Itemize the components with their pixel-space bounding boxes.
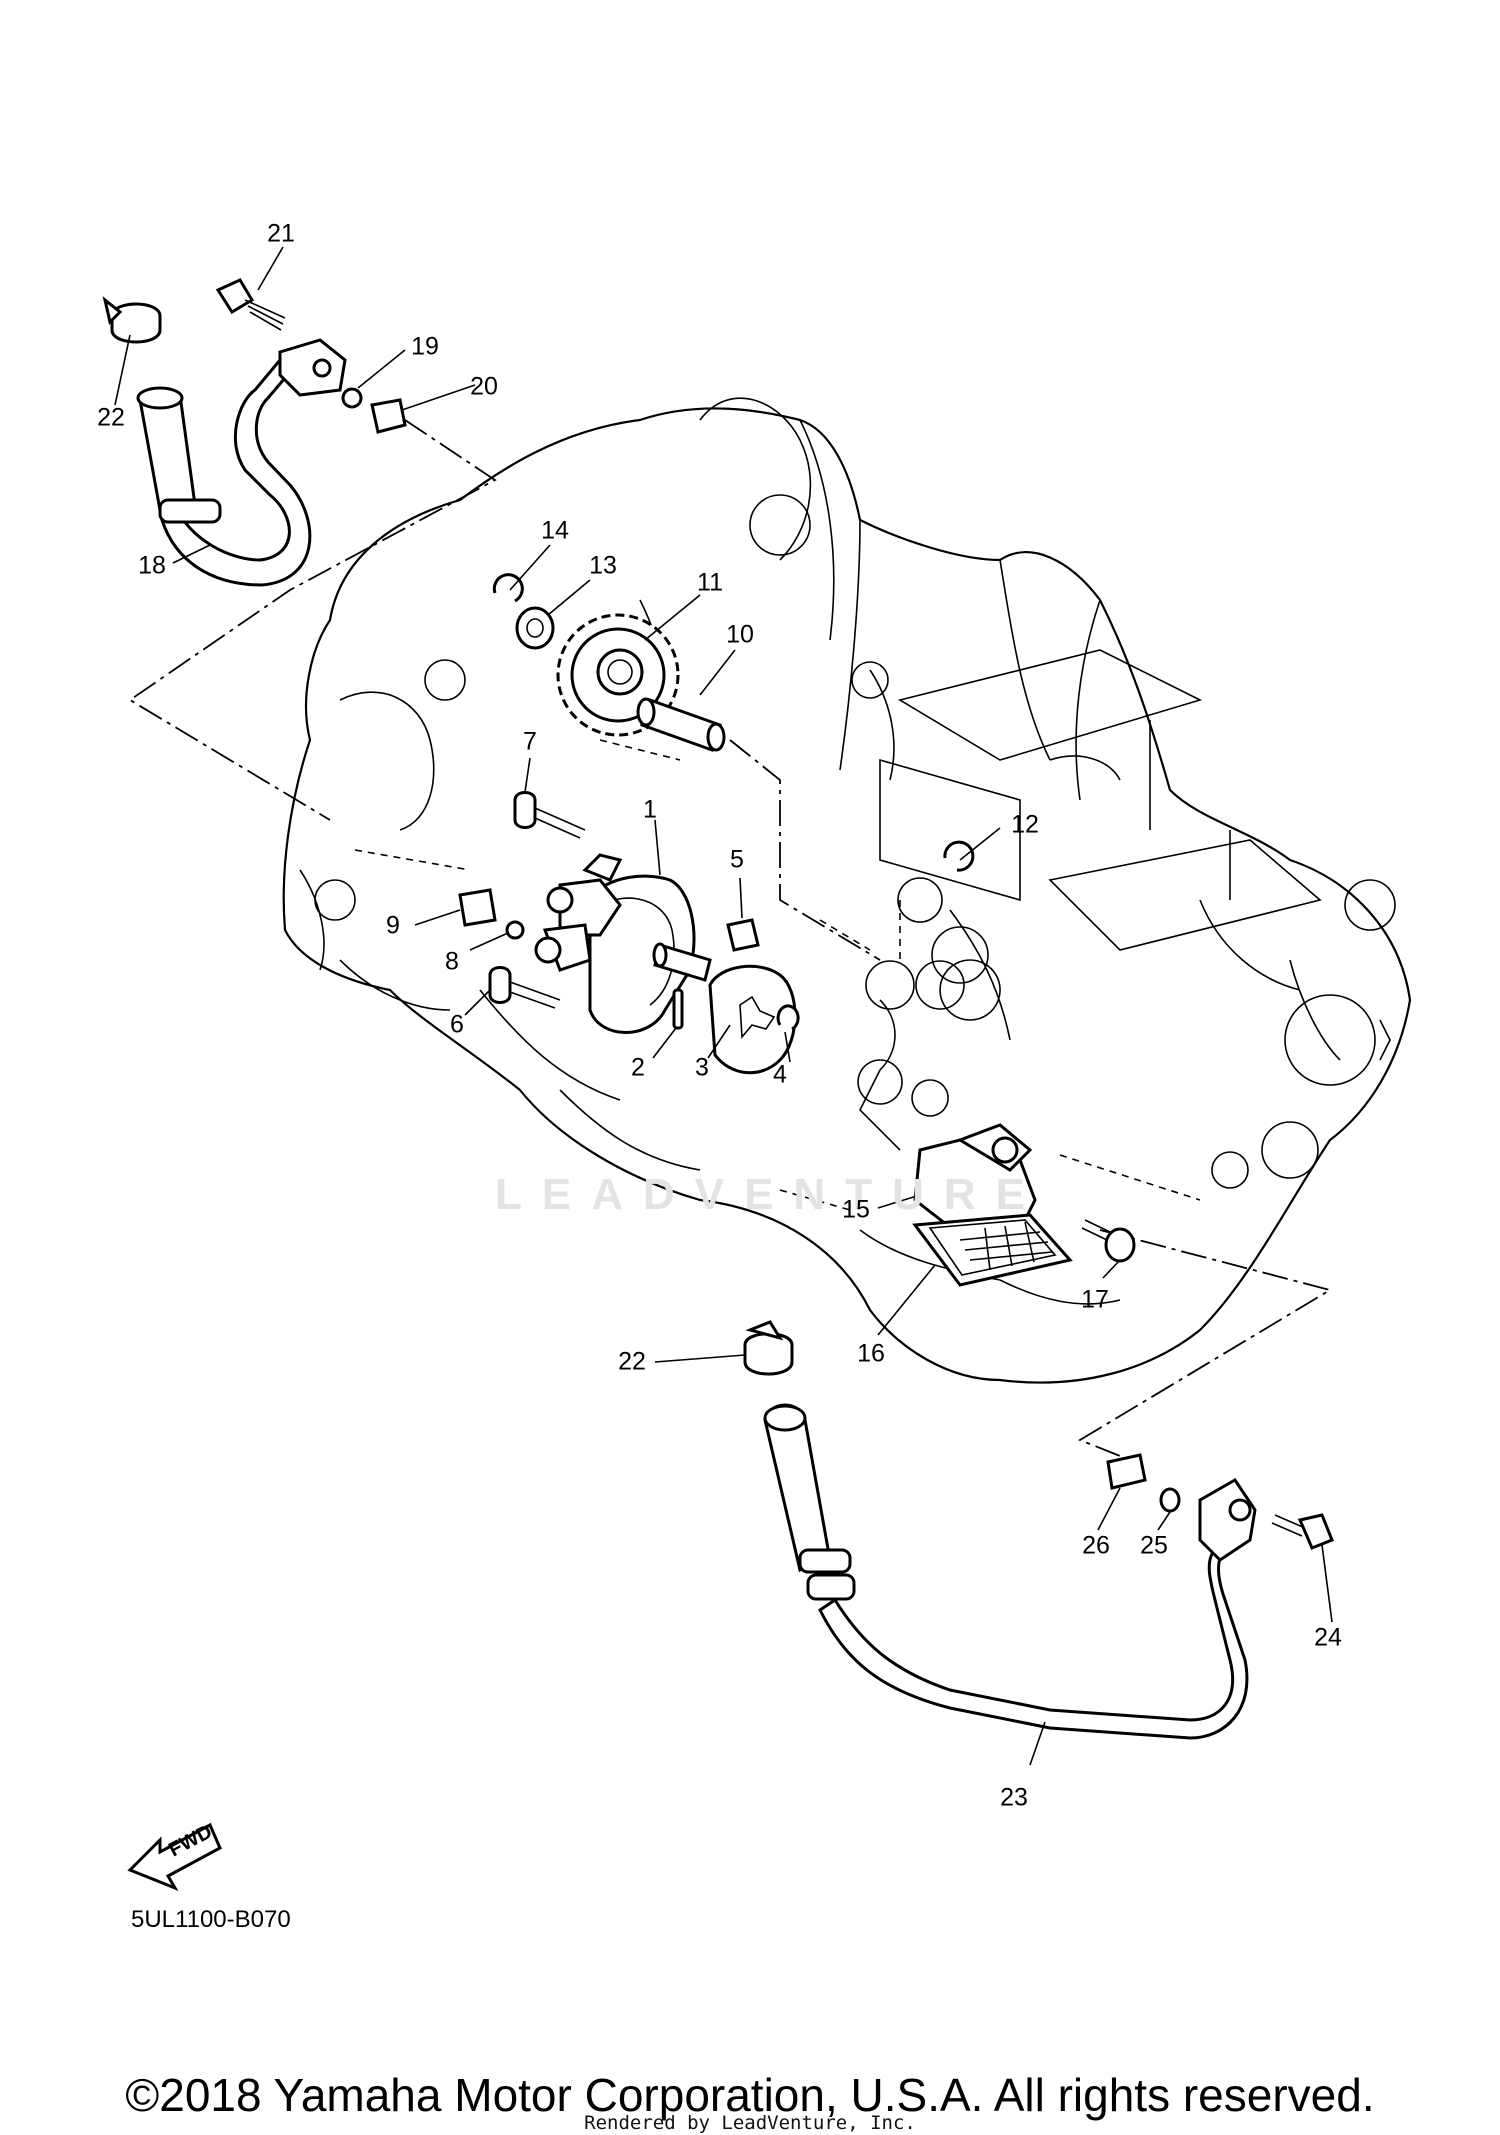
clip-12 <box>943 840 975 872</box>
callout-2: 2 <box>631 1053 645 1082</box>
callout-16: 16 <box>857 1339 885 1368</box>
callout-24: 24 <box>1314 1623 1342 1652</box>
callout-14: 14 <box>541 516 569 545</box>
collar-9 <box>458 888 497 927</box>
collar-26 <box>1106 1453 1147 1490</box>
bolt-upper <box>215 278 286 331</box>
callout-6: 6 <box>450 1010 464 1039</box>
pin-2 <box>672 988 684 1030</box>
collar-upper <box>370 398 407 434</box>
leader-lines <box>114 246 1333 1766</box>
strainer-screen <box>912 1213 1073 1287</box>
callout-17: 17 <box>1081 1285 1109 1314</box>
fwd-arrow-icon <box>127 1822 222 1892</box>
callout-3: 3 <box>695 1053 709 1082</box>
o-ring-upper <box>341 387 363 409</box>
callout-21: 21 <box>267 219 295 248</box>
callout-11: 11 <box>697 568 723 597</box>
o-ring-8 <box>505 920 525 940</box>
callout-1: 1 <box>643 795 657 824</box>
o-ring-25 <box>1159 1487 1181 1513</box>
callout-19: 19 <box>411 332 439 361</box>
callout-22-upper: 22 <box>97 403 125 432</box>
callout-15: 15 <box>842 1195 870 1224</box>
watermark: LEADVENTURE <box>495 1170 1046 1219</box>
clip-upper <box>102 296 162 344</box>
diagram-id: 5UL1100-B070 <box>131 1906 291 1933</box>
callout-23: 23 <box>1000 1783 1028 1812</box>
callout-25: 25 <box>1140 1531 1168 1560</box>
copyright-notice: ©2018 Yamaha Motor Corporation, U.S.A. A… <box>125 2069 1375 2121</box>
washer <box>515 606 555 650</box>
callout-8: 8 <box>445 947 459 976</box>
crankcase-outline <box>282 397 1412 1384</box>
clip-lower <box>743 1320 794 1376</box>
pump-shaft <box>636 697 726 752</box>
callout-12: 12 <box>1011 810 1039 839</box>
callout-9: 9 <box>386 911 400 940</box>
oil-pipe-upper <box>136 338 347 587</box>
circlip <box>492 573 524 603</box>
circlip-4 <box>776 1004 800 1031</box>
callout-10: 10 <box>726 620 754 649</box>
bolt-6 <box>488 966 561 1009</box>
dowel-5 <box>726 918 760 952</box>
reference-lines <box>128 419 1333 1461</box>
callout-4: 4 <box>773 1060 787 1089</box>
callout-22-lower: 22 <box>618 1347 646 1376</box>
oil-pipe-lower <box>763 1403 1257 1740</box>
bolt-7 <box>513 791 586 839</box>
callout-20: 20 <box>470 372 498 401</box>
callout-18: 18 <box>138 551 166 580</box>
callout-5: 5 <box>730 845 744 874</box>
bolt-17 <box>1081 1219 1136 1263</box>
bolt-lower <box>1271 1513 1334 1550</box>
callout-7: 7 <box>523 727 537 756</box>
callout-13: 13 <box>589 551 617 580</box>
oil-strainer <box>913 1123 1037 1237</box>
callout-26: 26 <box>1082 1531 1110 1560</box>
oil-pump-body <box>534 853 712 1034</box>
rendered-by-notice: Rendered by LeadVenture, Inc. <box>584 2112 916 2134</box>
